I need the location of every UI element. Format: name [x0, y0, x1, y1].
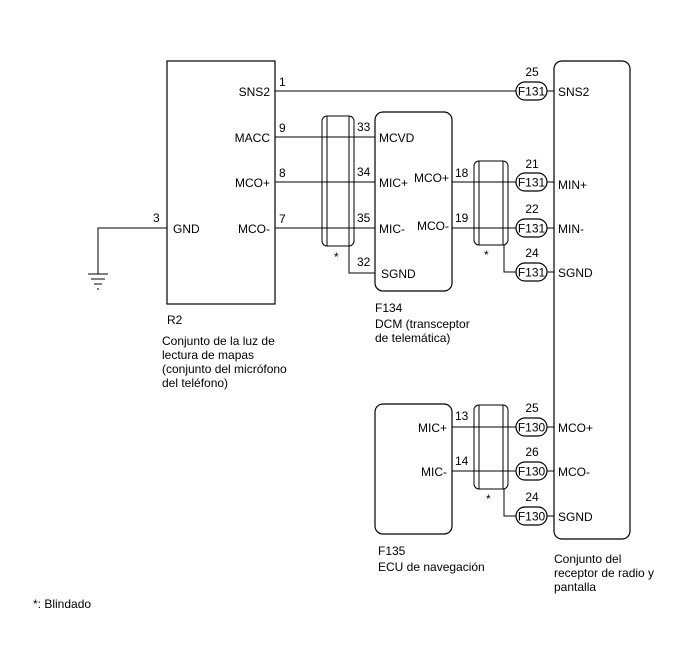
r2-pin-label-macc: MACC: [235, 131, 271, 145]
pin-number: 14: [455, 454, 469, 468]
pin-number: 18: [455, 166, 469, 180]
connector-label: F131: [518, 222, 546, 236]
f134-code: F134: [375, 301, 403, 315]
pin-number: 13: [455, 409, 469, 423]
pin-number: 25: [525, 401, 539, 415]
shield-marker: *: [484, 248, 489, 262]
shield-marker: *: [334, 250, 339, 264]
connector-f130: F130: [515, 417, 548, 437]
connector-label: F130: [518, 510, 546, 524]
radio-description-line: receptor de radio y: [554, 566, 654, 580]
pin-number: 26: [525, 445, 539, 459]
pin-number: 7: [279, 212, 286, 226]
pin-number: 9: [279, 121, 286, 135]
radio-description-line: pantalla: [554, 580, 596, 594]
connector-label: F131: [518, 176, 546, 190]
ground-icon: [88, 273, 108, 290]
f135-code: F135: [378, 544, 406, 558]
r2-pin-label-mco-plus: MCO+: [235, 176, 270, 190]
r2-description-line: lectura de mapas: [162, 348, 254, 362]
pin-number: 24: [525, 490, 539, 504]
r2-description-line: Conjunto de la luz de: [162, 334, 275, 348]
connector-label: F130: [518, 465, 546, 479]
pin-number: 8: [279, 166, 286, 180]
radio-description-line: Conjunto del: [554, 552, 621, 566]
connector-f131: F131: [515, 81, 548, 101]
wire-shield-drain-f131: [503, 245, 516, 273]
footnote: *: Blindado: [33, 597, 91, 611]
radio-pin-label-min-minus: MIN-: [558, 222, 584, 236]
radio-pin-label-sns2: SNS2: [558, 85, 590, 99]
radio-pin-label-mco-minus: MCO-: [558, 465, 590, 479]
radio-pin-label-min-plus: MIN+: [558, 178, 587, 192]
pin-number: 19: [455, 211, 469, 225]
r2-pin-label-mco-minus: MCO-: [238, 222, 270, 236]
connector-f130: F130: [515, 506, 548, 526]
connector-label: F131: [518, 266, 546, 280]
radio-pin-label-sgnd: SGND: [558, 510, 593, 524]
f134-pin-label-mic-minus: MIC-: [379, 222, 405, 236]
connector-f131: F131: [515, 262, 548, 282]
f135-box: [374, 403, 453, 535]
radio-box: [553, 60, 631, 540]
f135-description-line: ECU de navegación: [378, 560, 485, 574]
f134-pin-label-mcvd: MCVD: [379, 131, 415, 145]
connector-label: F131: [518, 85, 546, 99]
r2-pin-label-sns2: SNS2: [239, 85, 271, 99]
pin-number: 35: [357, 211, 371, 225]
f135-pin-label-mic-minus: MIC-: [421, 465, 447, 479]
f134-pin-label-mco-plus: MCO+: [414, 171, 449, 185]
connector-f130: F130: [515, 461, 548, 481]
r2-description-line: (conjunto del micrófono: [162, 362, 287, 376]
shield-f134-radio: [473, 160, 509, 246]
connector-f131: F131: [515, 172, 548, 192]
shield-r2-f134: [321, 115, 355, 247]
pin-number: 34: [357, 165, 371, 179]
f135-pin-label-mic-plus: MIC+: [418, 421, 447, 435]
shield-marker: *: [486, 492, 491, 506]
pin-number: 24: [525, 246, 539, 260]
r2-box: [166, 60, 276, 305]
f134-description-line: DCM (transceptor: [375, 317, 470, 331]
connector-label: F130: [518, 421, 546, 435]
f134-description-line: de telemática): [375, 331, 450, 345]
f134-pin-label-mco-minus: MCO-: [417, 219, 449, 233]
pin-number: 25: [525, 65, 539, 79]
connector-f131: F131: [515, 218, 548, 238]
pin-number: 33: [357, 120, 371, 134]
radio-pin-label-sgnd: SGND: [558, 266, 593, 280]
f134-box: [374, 111, 453, 292]
pin-number: 3: [153, 211, 160, 225]
wire-shield-drain-f130: [503, 489, 516, 517]
pin-number: 21: [525, 157, 539, 171]
r2-description-line: del teléfono): [162, 376, 228, 390]
pin-number: 22: [525, 202, 539, 216]
r2-pin-label-gnd: GND: [173, 222, 200, 236]
f134-pin-label-mic-plus: MIC+: [379, 176, 408, 190]
f134-pin-label-sgnd: SGND: [381, 267, 416, 281]
radio-pin-label-mco-plus: MCO+: [558, 421, 593, 435]
r2-code: R2: [167, 313, 183, 327]
pin-number: 1: [279, 75, 286, 89]
shield-f135-radio: [473, 404, 509, 490]
pin-number: 32: [357, 255, 371, 269]
wire-shield-drain-f134: [348, 246, 375, 274]
wire-gnd: [97, 227, 167, 274]
